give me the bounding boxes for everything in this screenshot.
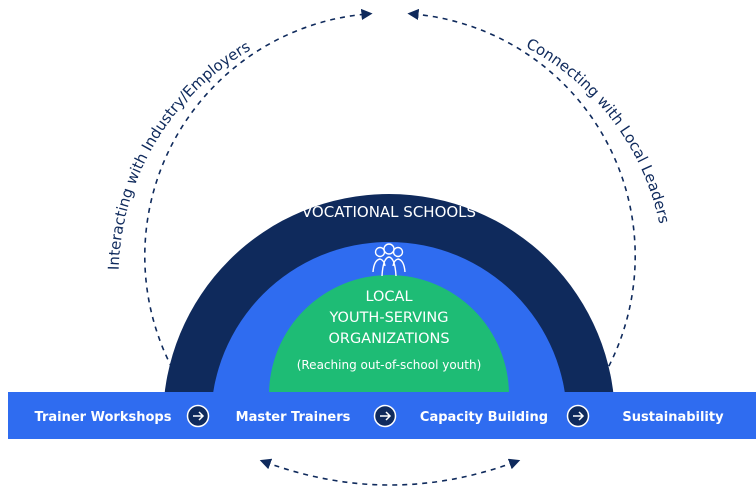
- inner-ring-local: [269, 275, 509, 395]
- outer-ring-title-1: NATIONAL: [352, 92, 428, 110]
- middle-ring-title: VOCATIONAL SCHOOLS: [302, 203, 476, 221]
- arc-left-label: Interacting with Industry/Employers: [105, 37, 254, 270]
- step-sustainability: Sustainability: [622, 410, 724, 425]
- school-building-icon: [369, 155, 409, 189]
- arc-right-label: Connecting with Local Leaders: [523, 35, 673, 226]
- inner-ring-title-1: LOCAL: [365, 289, 412, 305]
- office-building-icon: [374, 48, 404, 78]
- bottom-dashed-arc: [259, 458, 521, 486]
- inner-ring-title-2: YOUTH-SERVING: [328, 310, 448, 326]
- inner-ring-subtitle: (Reaching out-of-school youth): [297, 358, 482, 372]
- step-master-trainers: Master Trainers: [236, 410, 351, 425]
- step-trainer-workshops: Trainer Workshops: [35, 410, 172, 425]
- inner-ring-title-3: ORGANIZATIONS: [328, 331, 449, 347]
- outer-ring-title-2: EDUCATIONAL SYSTEMS: [300, 114, 481, 132]
- group-of-people-icon: [372, 243, 406, 277]
- step-capacity-building: Capacity Building: [420, 410, 548, 425]
- arrow-right-circle-icon: [373, 404, 397, 428]
- arrow-right-circle-icon: [186, 404, 210, 428]
- arrow-right-circle-icon: [566, 404, 590, 428]
- left-dashed-arc: [144, 8, 373, 382]
- right-dashed-arc: [407, 8, 636, 382]
